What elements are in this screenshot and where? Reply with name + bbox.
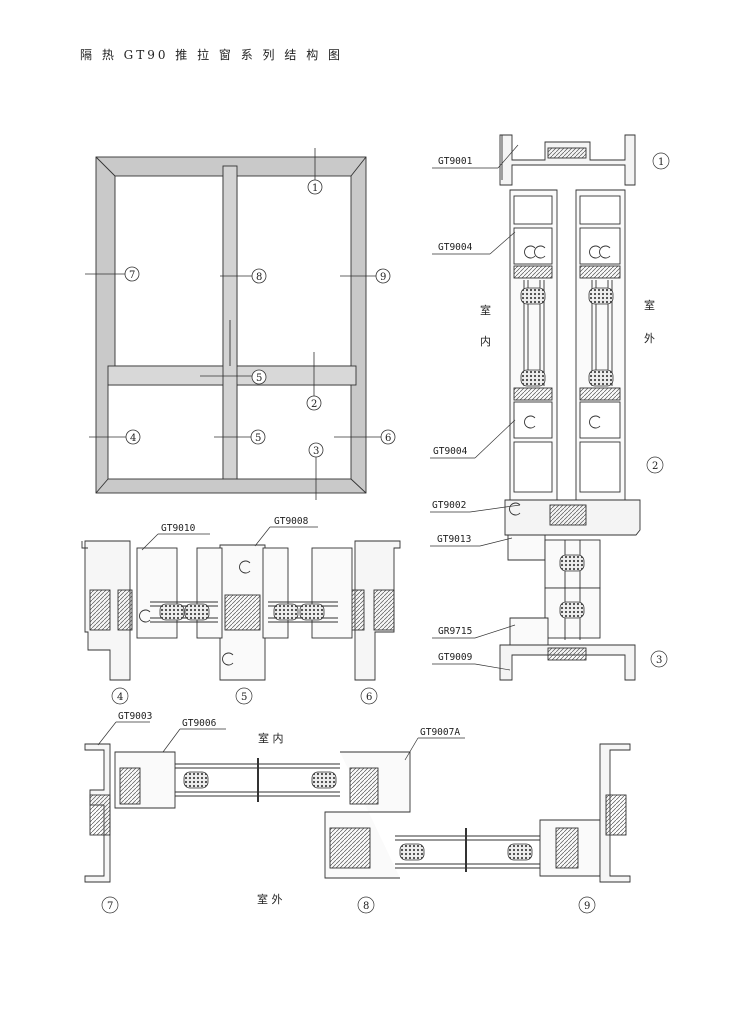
ms-marker-6: 6: [366, 692, 372, 703]
label-gt9007a: GT9007A: [420, 727, 460, 738]
marker-5b: 5: [256, 373, 262, 384]
middle-section: [81, 540, 401, 681]
label-gt9008: GT9008: [274, 516, 309, 527]
marker-6: 6: [385, 433, 391, 444]
vs-marker-2: 2: [652, 461, 658, 472]
marker-4: 4: [130, 433, 136, 444]
label-inside-room: 室 内: [258, 731, 284, 745]
label-inside-2: 内: [480, 334, 491, 348]
elevation-markers: [85, 148, 396, 500]
bs-marker-7: 7: [107, 901, 113, 912]
marker-3: 3: [313, 446, 319, 457]
bottom-section: [84, 743, 631, 883]
window-elevation: [95, 156, 367, 494]
label-gt9009: GT9009: [438, 652, 473, 663]
vertical-section-leaders: [430, 144, 670, 671]
ms-marker-4: 4: [117, 692, 123, 703]
vs-marker-1: 1: [658, 157, 664, 168]
marker-7: 7: [129, 270, 135, 281]
label-gt9002: GT9002: [432, 500, 466, 511]
marker-2: 2: [311, 399, 317, 410]
bs-marker-9: 9: [584, 901, 590, 912]
marker-9: 9: [380, 272, 386, 283]
label-gt9010: GT9010: [161, 523, 196, 534]
label-outside-2: 外: [644, 332, 655, 345]
marker-5: 5: [255, 433, 261, 444]
label-gt9013: GT9013: [437, 534, 471, 545]
label-gr9715: GR9715: [438, 626, 472, 637]
bottom-section-labels: GT9003 GT9006 GT9007A 室 内 室 外 7 8 9: [107, 711, 590, 912]
label-gt9004-top: GT9004: [438, 242, 473, 253]
vs-marker-3: 3: [656, 655, 662, 666]
vertical-section-labels: GT9001 GT9004 GT9004 GT9002 GT9013 GR971…: [432, 156, 664, 666]
label-gt9004-bottom: GT9004: [433, 446, 468, 457]
vertical-section: [499, 134, 641, 681]
label-gt9001: GT9001: [438, 156, 473, 167]
label-inside-1: 室: [480, 303, 491, 317]
ms-marker-5: 5: [241, 692, 247, 703]
marker-1: 1: [312, 183, 318, 194]
label-outside-room: 室 外: [257, 892, 283, 906]
page-title: 隔 热 GT90 推 拉 窗 系 列 结 构 图: [80, 48, 344, 62]
middle-section-leaders: [111, 526, 378, 705]
bs-marker-8: 8: [363, 901, 369, 912]
elevation-marker-labels: 1 2 3 4 5 6 7 8 9 5: [129, 183, 391, 457]
label-gt9003: GT9003: [118, 711, 152, 722]
label-outside-1: 室: [644, 298, 655, 312]
label-gt9006: GT9006: [182, 718, 217, 729]
middle-section-labels: GT9010 GT9008 4 5 6: [117, 516, 372, 703]
marker-8: 8: [256, 272, 262, 283]
bottom-section-leaders: [97, 721, 596, 914]
